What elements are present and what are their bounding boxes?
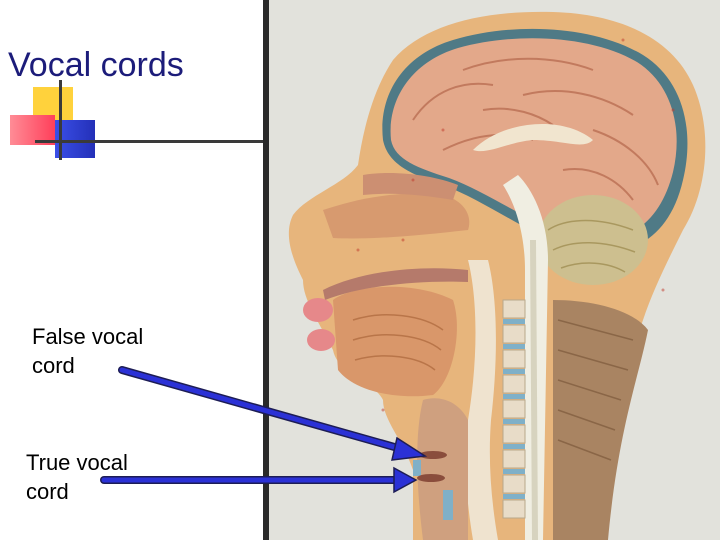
vertical-rule [59,80,62,160]
false-vocal-cord-label: False vocal cord [32,324,144,378]
horizontal-rule [35,140,265,143]
true-vocal-cord-arrow [100,466,418,494]
head-sagittal-section-image [263,0,720,540]
false-vocal-cord-arrow [118,366,428,461]
true-vocal-cord-label: True vocal cord [26,450,128,504]
slide-title: Vocal cords [8,46,184,84]
